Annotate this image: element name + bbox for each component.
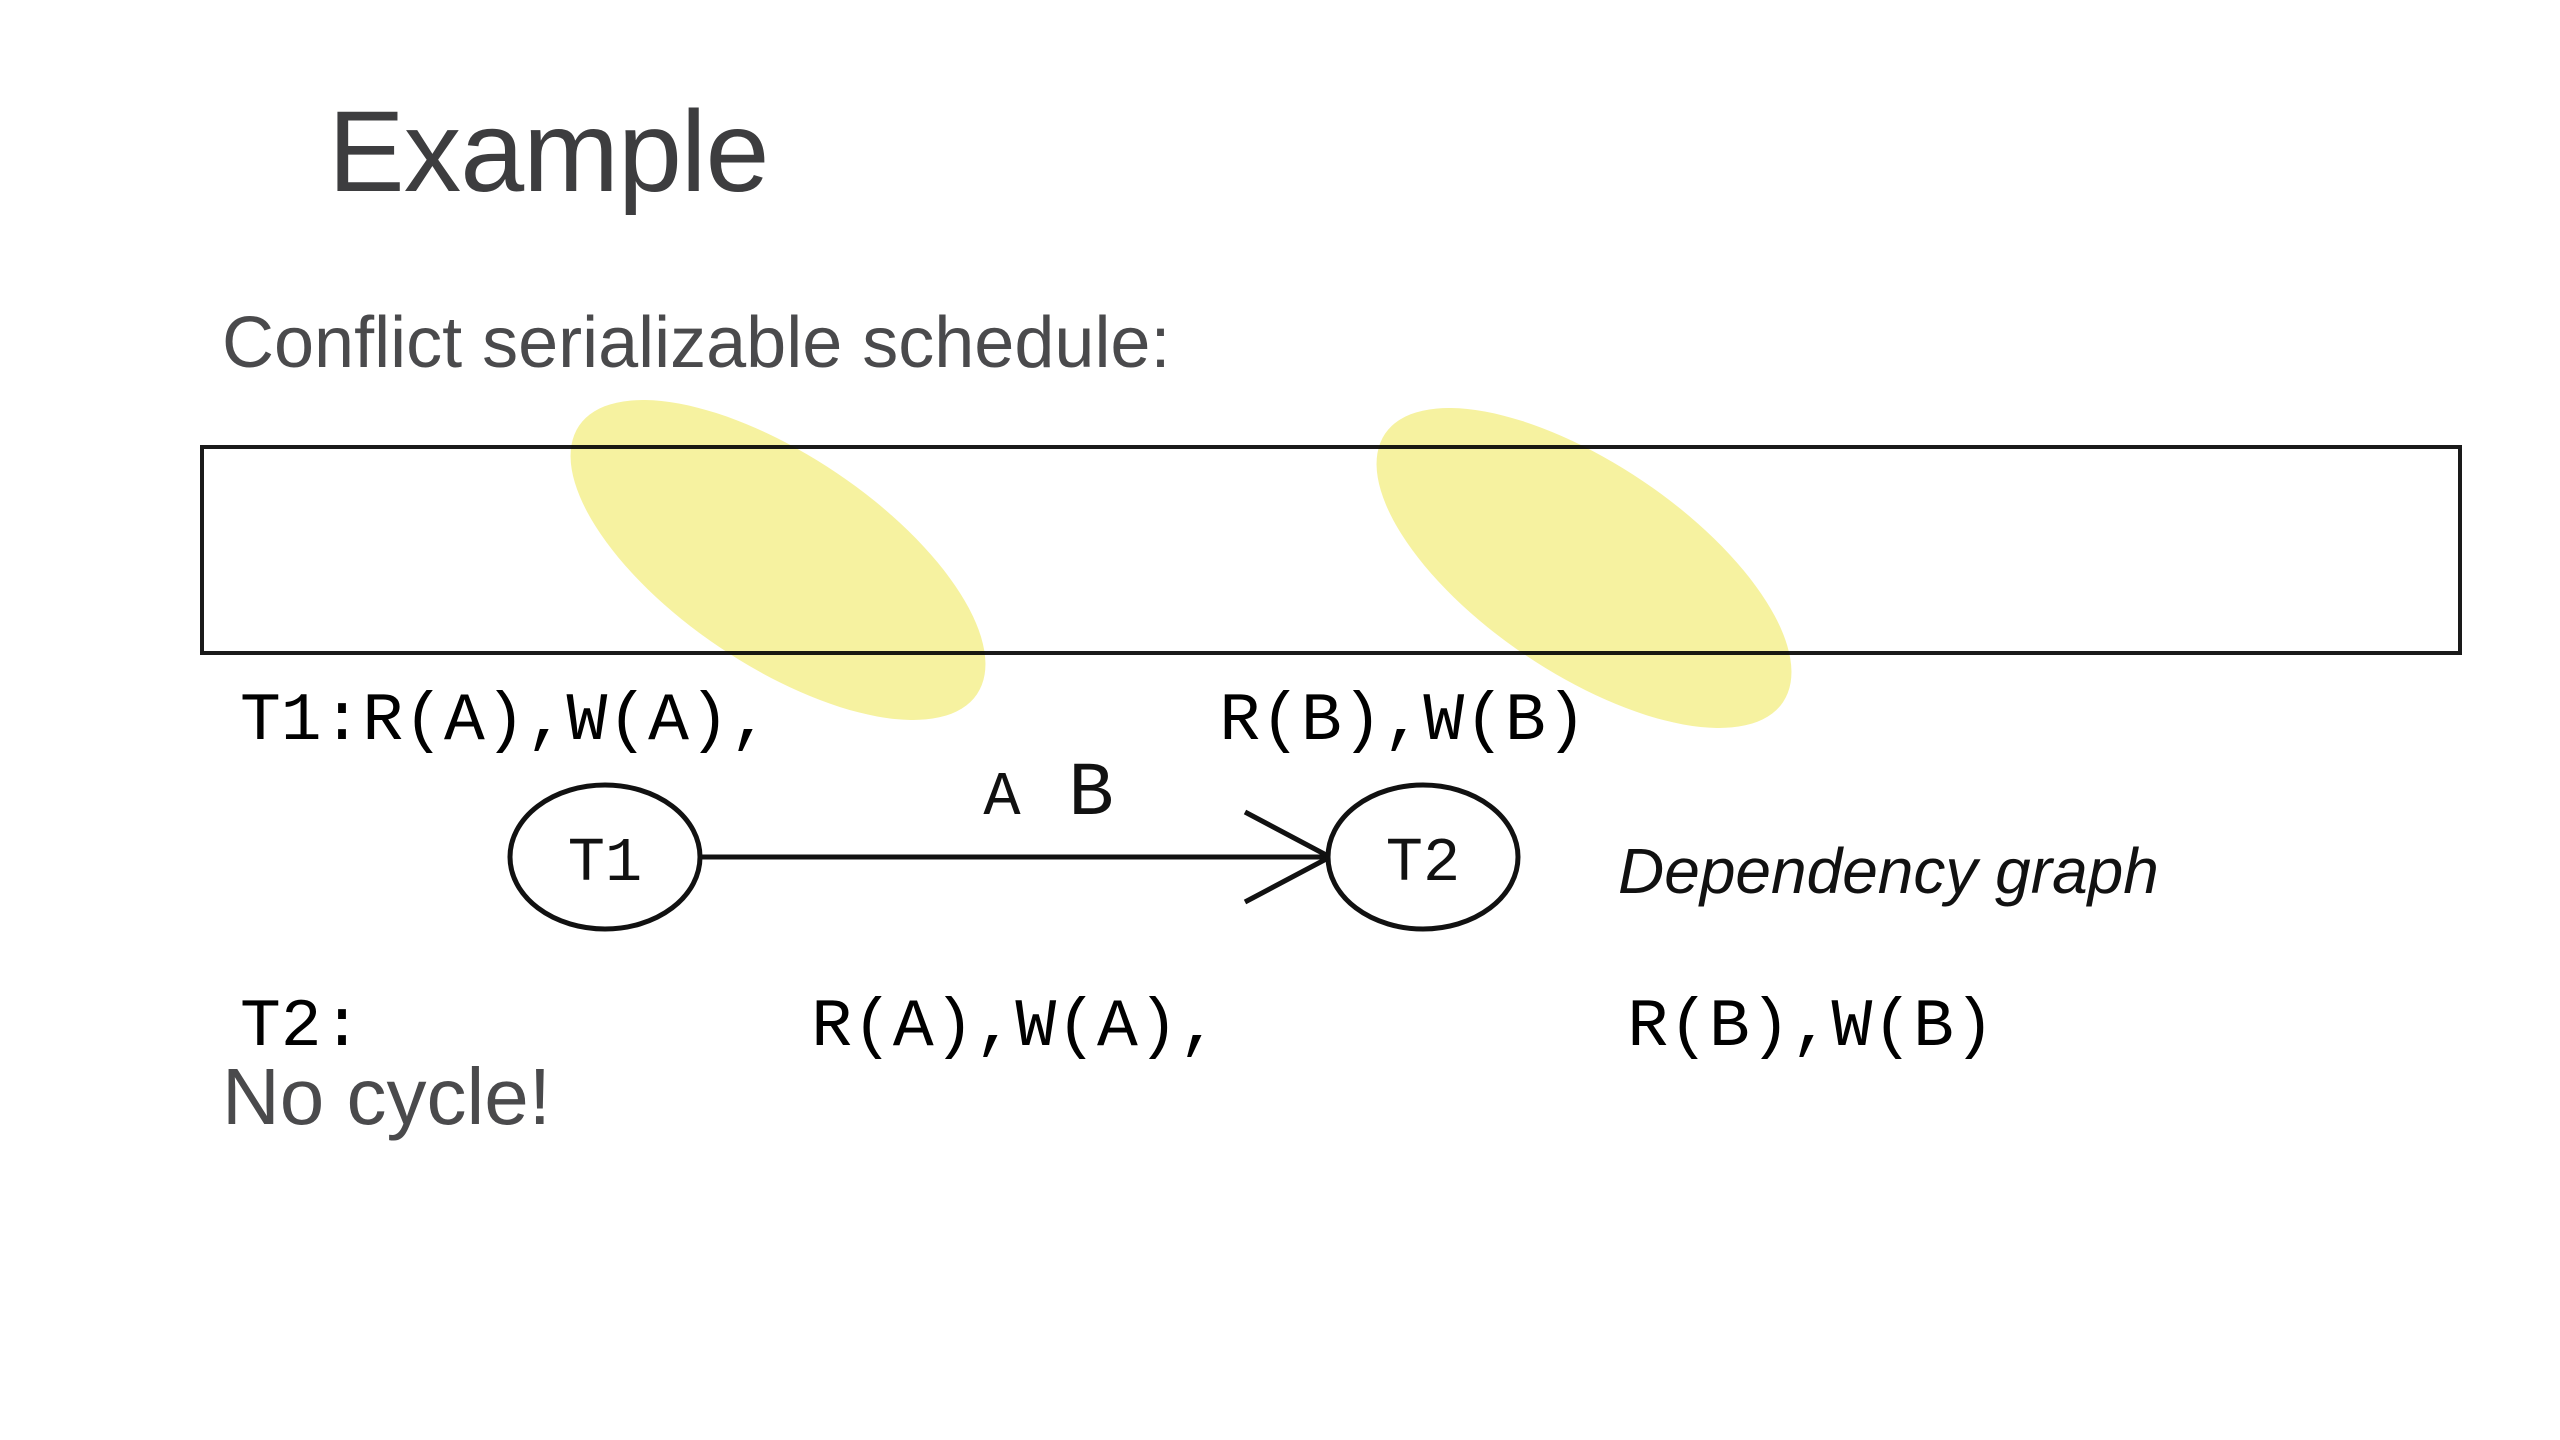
- node-t1-label: T1: [568, 828, 642, 899]
- page-title: Example: [328, 88, 769, 216]
- schedule-line-t1: T1:R(A),W(A), R(B),W(B): [240, 683, 1587, 760]
- schedule-line-t2: T2: R(A),W(A), R(B),W(B): [240, 989, 1995, 1066]
- edge-label-b: B: [1068, 751, 1114, 837]
- node-t2-label: T2: [1386, 828, 1460, 899]
- edge-label-a: A: [983, 762, 1021, 833]
- dependency-graph-caption: Dependency graph: [1618, 835, 2159, 907]
- node-t2-circle: [1325, 782, 1521, 932]
- schedule-lines: T1:R(A),W(A), R(B),W(B) T2: R(A),W(A), R…: [240, 467, 1995, 1283]
- node-t1-circle: [507, 782, 703, 932]
- no-cycle-text: No cycle!: [222, 1052, 551, 1141]
- subtitle-text: Conflict serializable schedule:: [222, 303, 1171, 383]
